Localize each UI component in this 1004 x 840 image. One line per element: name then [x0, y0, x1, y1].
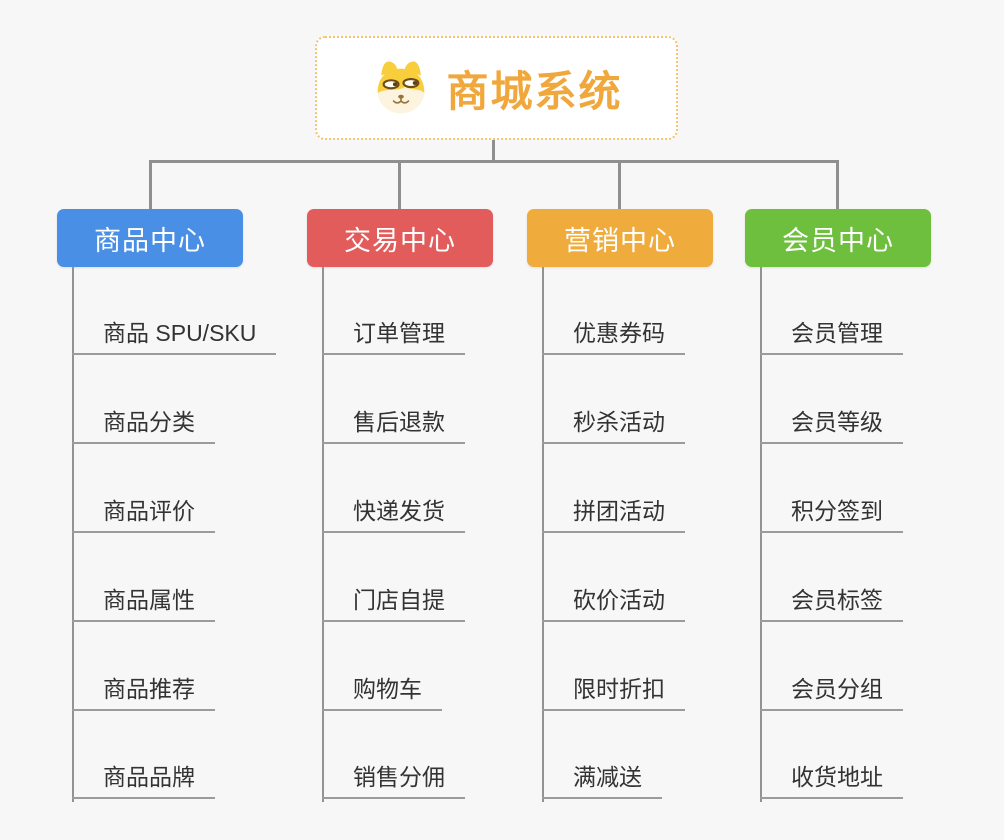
leaf-node[interactable]: 商品评价 — [72, 494, 215, 533]
leaf-node[interactable]: 秒杀活动 — [542, 405, 685, 444]
root-title: 商城系统 — [446, 67, 623, 115]
trunk-line-marketing — [542, 267, 544, 802]
branch-product-center[interactable]: 商品中心 — [57, 209, 243, 267]
leaf-node[interactable]: 门店自提 — [322, 583, 465, 622]
trunk-line-product — [72, 267, 74, 802]
leaf-node[interactable]: 收货地址 — [760, 760, 903, 799]
leaf-node[interactable]: 商品 SPU/SKU — [72, 316, 277, 355]
leaf-node[interactable]: 积分签到 — [760, 494, 903, 533]
dog-face-icon — [377, 61, 426, 114]
leaf-node[interactable]: 会员等级 — [760, 405, 903, 444]
connector-drop-marketing — [618, 160, 621, 210]
branch-trade-center[interactable]: 交易中心 — [307, 209, 493, 267]
leaf-node[interactable]: 快递发货 — [322, 494, 465, 533]
connector-root-vertical — [492, 140, 495, 161]
connector-drop-trade — [398, 160, 401, 210]
leaf-node[interactable]: 商品分类 — [72, 405, 215, 444]
leaf-node[interactable]: 砍价活动 — [542, 583, 685, 622]
connector-horizontal — [149, 160, 839, 163]
branch-member-center[interactable]: 会员中心 — [745, 209, 931, 267]
trunk-line-trade — [322, 267, 324, 802]
leaf-node[interactable]: 订单管理 — [322, 316, 465, 355]
leaf-node[interactable]: 限时折扣 — [542, 672, 685, 711]
leaf-node[interactable]: 售后退款 — [322, 405, 465, 444]
branch-marketing-center[interactable]: 营销中心 — [527, 209, 713, 267]
trunk-line-member — [760, 267, 762, 802]
leaf-node[interactable]: 会员分组 — [760, 672, 903, 711]
leaf-node[interactable]: 优惠券码 — [542, 316, 685, 355]
leaf-node[interactable]: 满减送 — [542, 760, 662, 799]
leaf-node[interactable]: 会员标签 — [760, 583, 903, 622]
leaf-node[interactable]: 购物车 — [322, 672, 442, 711]
connector-drop-product — [149, 160, 152, 210]
leaf-node[interactable]: 商品品牌 — [72, 760, 215, 799]
leaf-node[interactable]: 会员管理 — [760, 316, 903, 355]
leaf-node[interactable]: 销售分佣 — [322, 760, 465, 799]
leaf-node[interactable]: 商品属性 — [72, 583, 215, 622]
leaf-node[interactable]: 商品推荐 — [72, 672, 215, 711]
leaf-node[interactable]: 拼团活动 — [542, 494, 685, 533]
connector-drop-member — [836, 160, 839, 210]
root-node[interactable]: 商城系统 — [315, 36, 678, 140]
